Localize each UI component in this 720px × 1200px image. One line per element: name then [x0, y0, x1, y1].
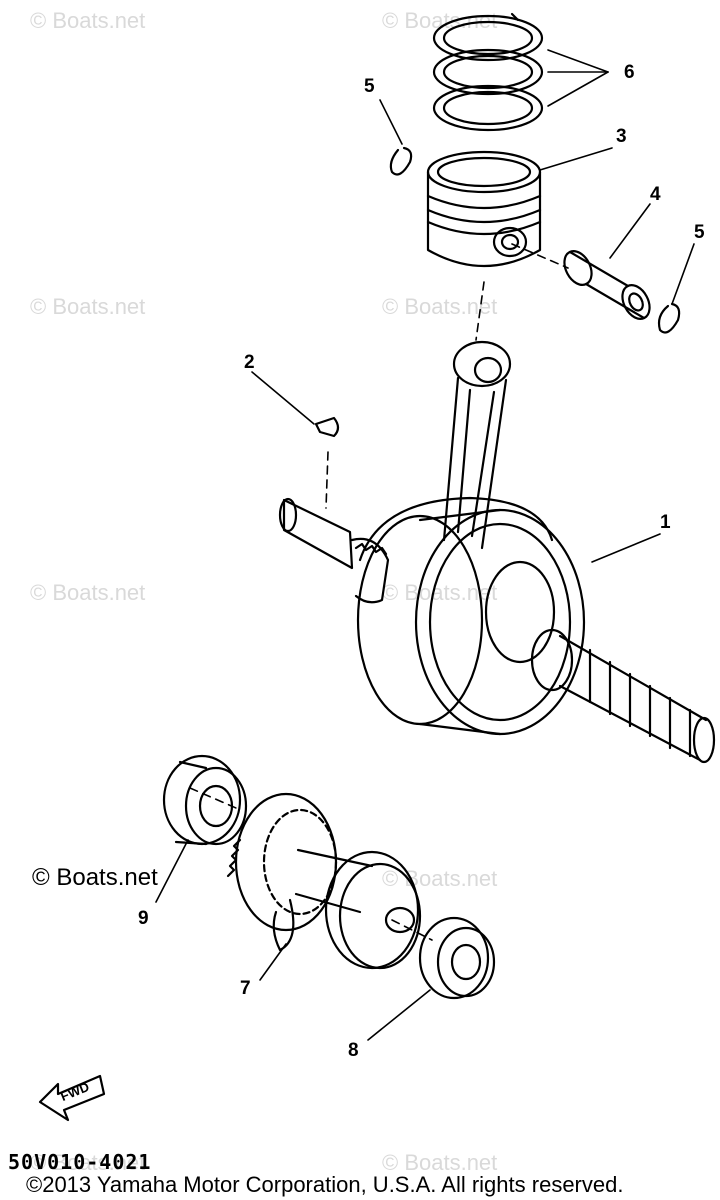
watermark-strong: © Boats.net [32, 864, 158, 891]
circlip-left [389, 146, 413, 176]
woodruff-key [314, 416, 340, 438]
balancer-shaft [226, 792, 422, 970]
bearing-8 [418, 916, 496, 1000]
callout-3: 3 [616, 126, 627, 147]
callout-7: 7 [240, 978, 251, 999]
watermark: © Boats.net [30, 1150, 146, 1175]
watermark: © Boats.net [30, 8, 146, 33]
callout-8: 8 [348, 1040, 359, 1061]
fwd-arrow-icon [38, 1074, 106, 1122]
watermark: © Boats.net [382, 1150, 498, 1175]
watermark: © Boats.net [30, 294, 146, 319]
crankshaft [278, 496, 716, 764]
circlip-right [657, 302, 681, 334]
callout-4: 4 [650, 184, 661, 205]
watermark: © Boats.net [382, 866, 498, 891]
callout-9: 9 [138, 908, 149, 929]
part-code: 50V010-4021 [8, 1150, 152, 1174]
callout-1: 1 [660, 512, 671, 533]
piston-rings [432, 12, 544, 132]
callout-2: 2 [244, 352, 255, 373]
callout-5: 5 [694, 222, 705, 243]
piston-pin [563, 250, 651, 320]
watermark: © Boats.net [382, 294, 498, 319]
copyright-notice: ©2013 Yamaha Motor Corporation, U.S.A. A… [26, 1172, 624, 1197]
connecting-rod [442, 340, 512, 550]
piston [426, 150, 542, 268]
watermark: © Boats.net [30, 580, 146, 605]
bearing-9 [162, 754, 248, 846]
callout-5: 5 [364, 76, 375, 97]
callout-6: 6 [624, 62, 635, 83]
